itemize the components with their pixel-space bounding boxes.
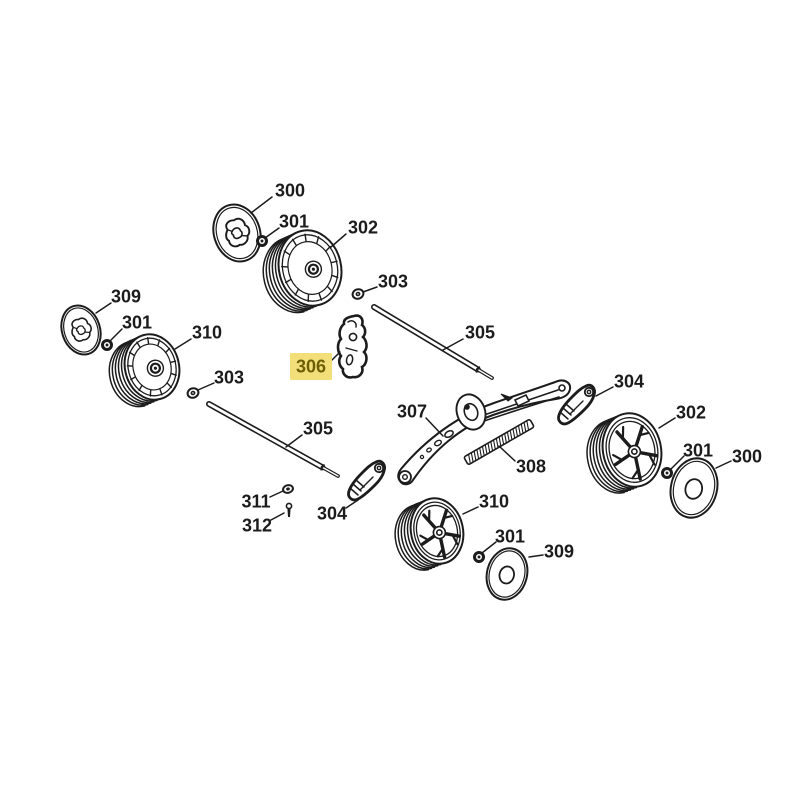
part-label-301: 301 xyxy=(109,313,152,342)
part-number-307: 307 xyxy=(397,402,427,422)
part-label-302: 302 xyxy=(658,403,706,429)
part-number-304: 304 xyxy=(317,504,347,524)
part-label-309: 309 xyxy=(528,542,574,562)
part-number-306: 306 xyxy=(296,357,326,377)
part-label-301: 301 xyxy=(670,441,713,470)
hubcap-300-topleft xyxy=(212,203,262,263)
part-number-303: 303 xyxy=(214,368,244,388)
part-label-307: 307 xyxy=(397,402,444,437)
bearing-bracket-304-bottom xyxy=(347,459,386,502)
wheel-310-bottom xyxy=(394,497,465,571)
part-label-303: 303 xyxy=(197,368,244,391)
push-nut-311 xyxy=(282,484,294,494)
hubcap-300-right xyxy=(669,457,719,519)
hubcap-309-left xyxy=(60,304,102,356)
part-label-304: 304 xyxy=(317,499,359,524)
part-label-300: 300 xyxy=(715,447,762,469)
bearing-bracket-304-right xyxy=(557,383,596,426)
part-label-310: 310 xyxy=(174,323,222,350)
part-number-304: 304 xyxy=(614,372,644,392)
wheel-310-left xyxy=(108,333,181,408)
part-number-301: 301 xyxy=(279,212,309,232)
wheel-302-topleft xyxy=(262,229,343,314)
part-number-305: 305 xyxy=(303,419,333,439)
adjuster-lever-306 xyxy=(336,314,368,379)
part-number-302: 302 xyxy=(348,218,378,238)
part-label-302: 302 xyxy=(330,218,378,248)
nut-301-right xyxy=(661,467,673,479)
nut-301-left xyxy=(101,339,113,351)
part-number-301: 301 xyxy=(122,313,152,333)
part-number-301: 301 xyxy=(495,527,525,547)
nut-301-topleft xyxy=(256,235,268,247)
screw-312 xyxy=(285,502,293,517)
axle-rod-305-topright xyxy=(371,304,494,380)
washer-303-topright xyxy=(351,288,365,300)
washer-303-left xyxy=(186,387,200,399)
part-number-308: 308 xyxy=(516,457,546,477)
axle-rod-305-bottomleft xyxy=(206,401,340,478)
part-number-309: 309 xyxy=(544,542,574,562)
part-label-301: 301 xyxy=(264,212,309,239)
part-label-309: 309 xyxy=(95,287,141,314)
part-label-300: 300 xyxy=(250,181,305,214)
part-number-300: 300 xyxy=(275,181,305,201)
part-number-302: 302 xyxy=(676,403,706,423)
part-label-312: 312 xyxy=(242,512,285,536)
part-label-310: 310 xyxy=(462,492,509,515)
part-label-303: 303 xyxy=(362,272,408,293)
part-number-309: 309 xyxy=(111,287,141,307)
part-label-305: 305 xyxy=(285,419,333,448)
wheel-302-right xyxy=(586,412,663,494)
part-label-305: 305 xyxy=(442,323,495,351)
part-number-311: 311 xyxy=(241,492,270,512)
part-number-310: 310 xyxy=(479,492,509,512)
part-label-308: 308 xyxy=(498,445,546,477)
height-adjust-arm-307 xyxy=(397,379,572,486)
part-label-301: 301 xyxy=(481,527,525,554)
part-label-306: 306 xyxy=(290,351,341,380)
hubcap-309-bottom xyxy=(485,547,529,601)
part-number-312: 312 xyxy=(242,516,272,536)
part-number-303: 303 xyxy=(378,272,408,292)
part-label-311: 311 xyxy=(241,490,284,512)
part-number-310: 310 xyxy=(192,323,222,343)
part-number-300: 300 xyxy=(732,447,762,467)
part-number-305: 305 xyxy=(465,323,495,343)
nut-301-bottom xyxy=(473,551,485,563)
part-label-304: 304 xyxy=(595,372,644,397)
part-number-301: 301 xyxy=(683,441,713,461)
threaded-rod-308 xyxy=(463,419,535,465)
